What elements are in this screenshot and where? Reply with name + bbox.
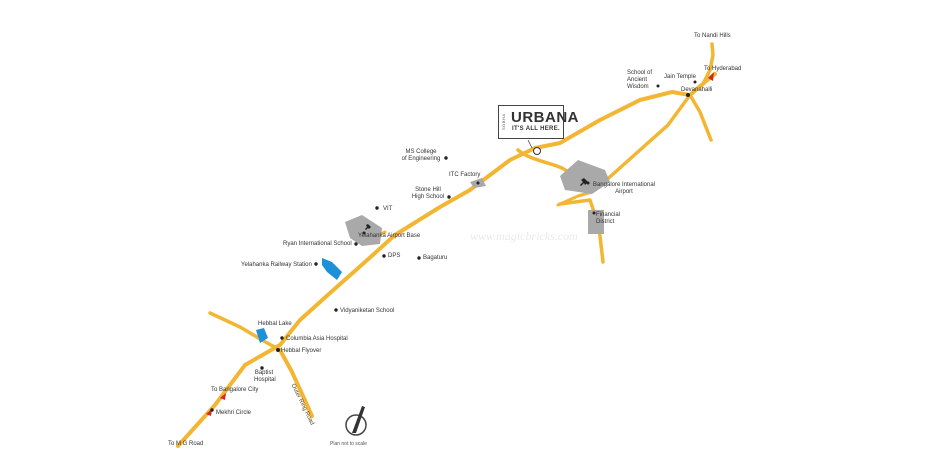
dot-jain-temple: [693, 80, 697, 84]
dot-bagaturu: [417, 256, 421, 260]
dot-vidyaniketan: [334, 308, 338, 312]
road-airport-loop: [516, 148, 592, 190]
label-stone-hill: Stone Hill High School: [411, 187, 445, 200]
airport-block: [560, 160, 610, 194]
dot-vit: [375, 206, 379, 210]
dot-ms-college: [444, 156, 448, 160]
road-to-nandi-hills: [701, 42, 715, 86]
label-yelahanka-railway: Yelahanka Railway Station: [241, 262, 312, 268]
urbana-logo: SOBHA URBANA IT'S ALL HERE.: [498, 105, 579, 139]
land-blocks: [345, 160, 610, 246]
road-hebbal-cross: [208, 311, 282, 352]
dot-railway: [314, 262, 318, 266]
arrow-to-bangalore-city: [220, 393, 226, 400]
label-mekhri-circle: Mekhri Circle: [216, 410, 252, 416]
roads: [176, 42, 717, 448]
main-highway-road: [176, 90, 692, 448]
label-financial-district: Financial District: [596, 212, 621, 225]
dot-yelahanka-base: [362, 231, 366, 235]
hebbal-lake-water: [256, 328, 268, 343]
dot-financial: [592, 211, 596, 215]
label-to-mg-road: To M G Road: [168, 441, 204, 447]
dot-devanahalli: [686, 93, 690, 97]
road-airport-curve: [593, 93, 692, 192]
label-baptist-hospital: Baptist Hospital: [254, 370, 276, 383]
dot-mekhri: [210, 408, 214, 412]
place-dots: [210, 80, 697, 412]
yelahanka-base-block: [345, 215, 382, 246]
label-itc-factory: ITC Factory: [449, 172, 481, 178]
label-dps: DPS: [388, 253, 401, 259]
road-devanahalli-airport: [688, 93, 713, 142]
label-to-nandi-hills: To Nandi Hills: [694, 33, 731, 39]
label-ms-college: MS College of Engineering: [401, 149, 441, 162]
financial-district-block: [588, 210, 604, 234]
label-to-bangalore-city: To Bangalore City: [211, 387, 259, 393]
label-bagaturu: Bagaturu: [423, 255, 448, 261]
label-jain-temple: Jain Temple: [664, 74, 696, 80]
label-ryan-school: Ryan International School: [283, 241, 352, 247]
outer-ring-road: [278, 348, 314, 418]
label-hebbal-flyover: Hebbal Flyover: [281, 348, 322, 354]
logo-brand: SOBHA: [501, 113, 506, 131]
logo-tagline: IT'S ALL HERE.: [512, 126, 560, 132]
dot-hebbal-flyover: [276, 348, 280, 352]
logo-title: URBANA: [511, 109, 579, 126]
dot-baptist: [260, 366, 264, 370]
label-yelahanka-airport-base: Yelahanka Airport Base: [358, 233, 421, 239]
arrow-to-hyderabad: [708, 72, 714, 81]
dot-itc: [476, 181, 480, 185]
watermark-text: www.magicbricks.com: [470, 229, 578, 243]
yelahanka-lake: [322, 258, 342, 280]
road-airport-west: [556, 190, 594, 207]
project-location-marker: [527, 139, 541, 155]
label-bangalore-airport: Bangalore International Airport: [592, 182, 656, 195]
dot-stone-hill: [447, 195, 451, 199]
water-bodies: [256, 258, 342, 343]
dot-ancient-wisdom: [656, 84, 660, 88]
label-vit: VIT: [383, 206, 393, 212]
label-vidyaniketan: Vidyaniketan School: [340, 308, 395, 314]
scale-note: Plan not to scale: [330, 441, 367, 447]
label-school-ancient-wisdom: School of Ancient Wisdom: [627, 70, 653, 90]
dot-ryan: [354, 242, 358, 246]
airplane-icon: [580, 178, 588, 186]
label-hebbal-lake: Hebbal Lake: [258, 321, 292, 327]
dot-dps: [382, 254, 386, 258]
dot-columbia: [280, 336, 284, 340]
label-devanahalli: Devanahalli: [681, 87, 713, 93]
label-columbia-asia: Columbia Asia Hospital: [286, 336, 348, 342]
airplane-icon-yelahanka: [365, 224, 371, 230]
compass-icon: [345, 406, 367, 436]
label-to-hyderabad: To Hyderabad: [704, 66, 742, 72]
